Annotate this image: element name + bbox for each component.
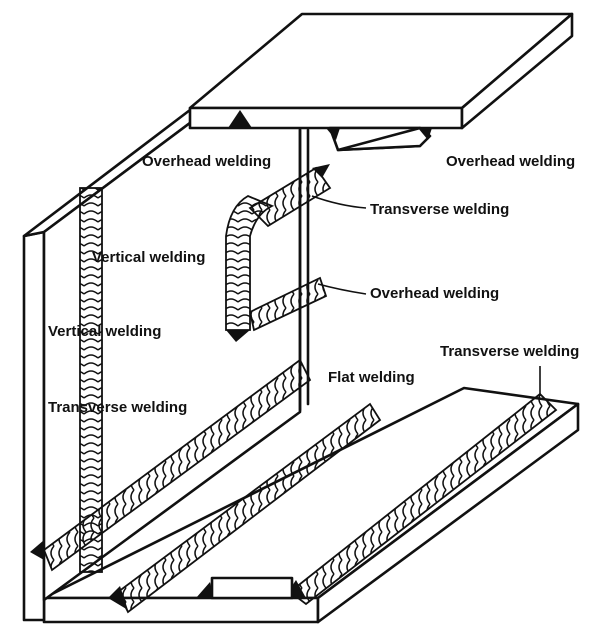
base-block — [210, 576, 294, 600]
vertical-weld-bead — [79, 187, 103, 573]
base-plate — [42, 386, 580, 624]
label-overhead-frame: Overhead welding — [370, 285, 499, 302]
label-flat: Flat welding — [328, 369, 415, 386]
leader-lines — [311, 195, 541, 396]
diagonal-weld-left — [42, 358, 312, 572]
label-transverse-left: Transverse welding — [48, 399, 187, 416]
top-plate — [188, 12, 574, 130]
frame-weld — [225, 166, 332, 332]
label-transverse-right: Transverse welding — [440, 343, 579, 360]
top-bracket — [328, 126, 432, 152]
label-vertical-inner: Vertical welding — [92, 249, 205, 266]
label-vertical-outer: Vertical welding — [48, 323, 161, 340]
label-transverse-frame: Transverse welding — [370, 201, 509, 218]
diagonal-weld-middle — [116, 402, 382, 614]
diagonal-weld-right — [288, 392, 558, 606]
label-overhead-right: Overhead welding — [446, 153, 575, 170]
label-overhead-left: Overhead welding — [142, 153, 271, 170]
